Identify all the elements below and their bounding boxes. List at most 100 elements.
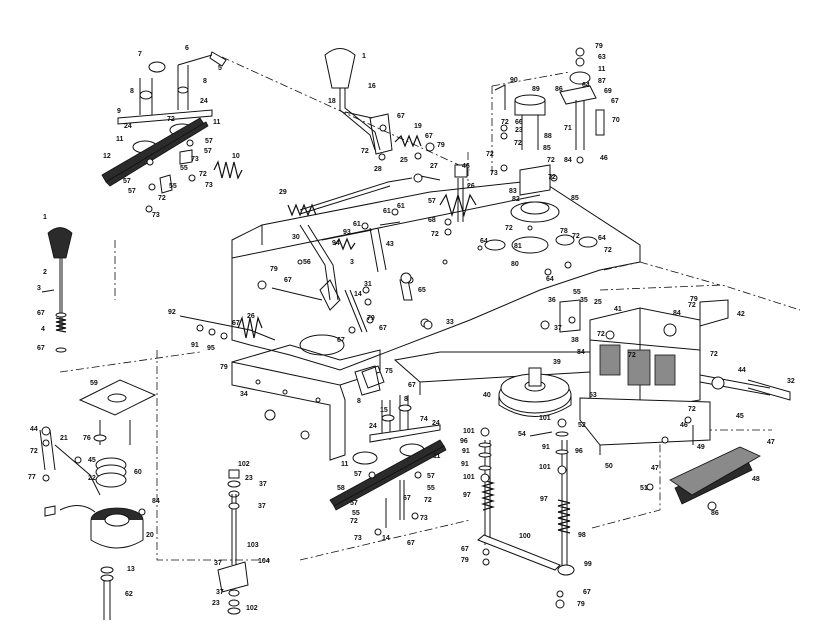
part-number-label: 75 [385,368,393,375]
part-number-label: 87 [598,78,606,85]
part-number-label: 73 [490,170,498,177]
part-number-label: 102 [246,605,258,612]
part-number-label: 24 [124,123,132,130]
part-number-label: 67 [407,540,415,547]
part-number-label: 67 [337,337,345,344]
part-number-label: 33 [446,319,454,326]
part-number-label: 24 [200,98,208,105]
part-number-label: 26 [467,183,475,190]
part-number-label: 61 [353,221,361,228]
part-number-label: 24 [432,420,440,427]
part-number-label: 42 [737,311,745,318]
part-number-label: 64 [480,238,488,245]
part-number-label: 25 [594,299,602,306]
part-number-label: 84 [577,349,585,356]
part-number-label: 79 [270,266,278,273]
part-number-label: 46 [680,422,688,429]
part-number-label: 73 [354,535,362,542]
part-number-label: 72 [486,151,494,158]
part-number-label: 8 [203,78,207,85]
part-number-label: 101 [539,464,551,471]
part-number-label: 98 [578,532,586,539]
part-number-label: 37 [214,560,222,567]
top-left-lift-assembly [101,51,243,213]
part-number-label: 15 [380,407,388,414]
part-number-label: 85 [571,195,579,202]
part-number-label: 32 [787,378,795,385]
deck-lift-rod [217,469,249,615]
part-number-label: 14 [354,291,362,298]
part-number-label: 73 [191,156,199,163]
part-number-label: 5 [218,65,222,72]
part-number-label: 67 [611,98,619,105]
part-number-label: 92 [168,309,176,316]
part-number-label: 57 [350,500,358,507]
part-number-label: 26 [247,313,255,320]
lift-rod-assembly [477,418,575,609]
part-number-label: 71 [564,125,572,132]
part-number-label: 101 [463,428,475,435]
part-number-label: 79 [461,557,469,564]
part-number-label: 93 [343,229,351,236]
part-number-label: 79 [595,43,603,50]
part-number-label: 67 [397,113,405,120]
lower-lift-assembly [329,365,447,536]
part-number-label: 37 [258,503,266,510]
part-number-label: 20 [146,532,154,539]
part-number-label: 72 [688,406,696,413]
part-number-label: 84 [673,310,681,317]
part-number-label: 67 [583,589,591,596]
part-number-label: 22 [88,475,96,482]
part-number-label: 28 [374,166,382,173]
part-number-label: 96 [575,448,583,455]
part-number-label: 13 [127,566,135,573]
part-number-label: 34 [240,391,248,398]
part-number-label: 72 [514,140,522,147]
part-number-label: 16 [368,83,376,90]
part-number-label: 79 [367,315,375,322]
part-number-label: 25 [400,157,408,164]
part-number-label: 30 [292,234,300,241]
part-number-label: 101 [463,474,475,481]
part-number-label: 91 [191,342,199,349]
part-number-label: 72 [604,247,612,254]
part-number-label: 44 [30,426,38,433]
part-number-label: 79 [220,364,228,371]
part-number-label: 95 [207,345,215,352]
part-number-label: 79 [577,601,585,608]
part-number-label: 21 [60,435,68,442]
part-number-label: 104 [258,558,270,565]
part-number-label: 19 [414,123,422,130]
left-shift-knob-rod [41,227,73,353]
part-number-label: 86 [555,86,563,93]
part-number-label: 57 [123,178,131,185]
part-number-label: 31 [364,281,372,288]
part-number-label: 91 [542,444,550,451]
part-number-label: 47 [651,465,659,472]
part-number-label: 100 [519,533,531,540]
part-number-label: 67 [37,345,45,352]
part-number-label: 67 [425,133,433,140]
part-number-label: 67 [379,325,387,332]
part-number-label: 55 [573,289,581,296]
part-number-label: 80 [511,261,519,268]
part-number-label: 23 [515,127,523,134]
part-number-label: 99 [584,561,592,568]
part-number-label: 66 [515,119,523,126]
part-number-label: 55 [352,510,360,517]
part-number-label: 45 [736,413,744,420]
part-number-label: 57 [427,473,435,480]
part-number-label: 2 [43,269,47,276]
part-number-label: 53 [589,392,597,399]
part-number-label: 72 [597,331,605,338]
part-number-label: 72 [688,302,696,309]
part-number-label: 67 [408,382,416,389]
part-number-label: 57 [128,188,136,195]
part-number-label: 65 [418,287,426,294]
part-number-label: 18 [328,98,336,105]
part-number-label: 6 [185,45,189,52]
part-number-label: 11 [341,461,349,468]
part-number-label: 85 [543,145,551,152]
